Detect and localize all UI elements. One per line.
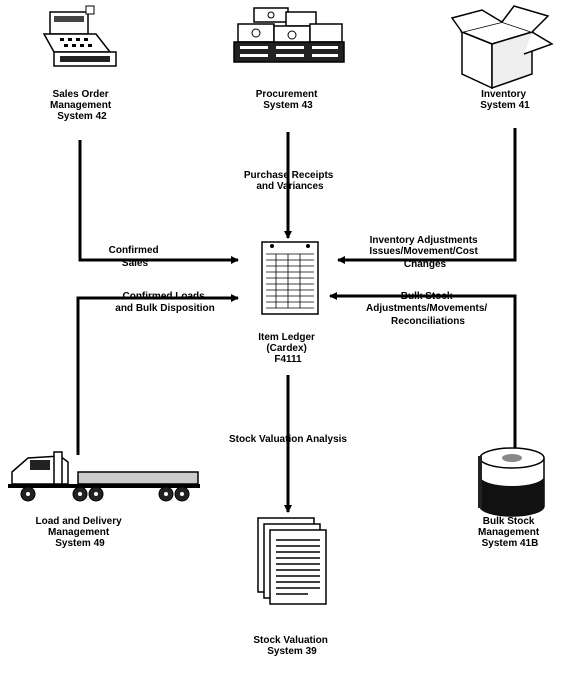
inventory-label: Inventory System 41 (480, 89, 530, 111)
flow-line-bulk-stock (329, 292, 517, 448)
item-ledger-label: Item Ledger (Cardex) F4111 (258, 332, 317, 365)
purchase-receipts-flow-label: Purchase Receipts and Variances (244, 170, 336, 192)
truck-icon (8, 451, 200, 502)
bulk-tank-icon (478, 447, 545, 517)
ledger-sheet-icon (261, 241, 319, 315)
stock-valuation-analysis-flow-label: Stock Valuation Analysis (229, 434, 347, 445)
cash-register-icon (42, 5, 117, 67)
inventory-box-icon (450, 5, 554, 90)
flow-line-sales (78, 140, 239, 264)
money-stacks-icon (233, 7, 345, 63)
report-stack-icon (257, 517, 327, 605)
procurement-label: Procurement System 43 (256, 89, 320, 111)
sales-order-label: Sales Order Management System 42 (50, 89, 114, 122)
bulk-stock-adjustments-flow-label: Bulk Stock Adjustments/Movements/ Reconc… (366, 291, 490, 327)
inventory-adjustments-flow-label: Inventory Adjustments Issues/Movement/Co… (369, 235, 480, 270)
flow-line-load-delivery (76, 294, 239, 455)
stock-valuation-label: Stock Valuation System 39 (253, 635, 330, 657)
bulk-stock-label: Bulk Stock Management System 41B (478, 516, 542, 549)
confirmed-sales-flow-label: Confirmed Sales (109, 245, 162, 269)
flow-line-inventory (337, 128, 517, 264)
confirmed-loads-flow-label: Confirmed Loads and Bulk Disposition (115, 291, 214, 314)
load-delivery-label: Load and Delivery Management System 49 (36, 516, 125, 549)
